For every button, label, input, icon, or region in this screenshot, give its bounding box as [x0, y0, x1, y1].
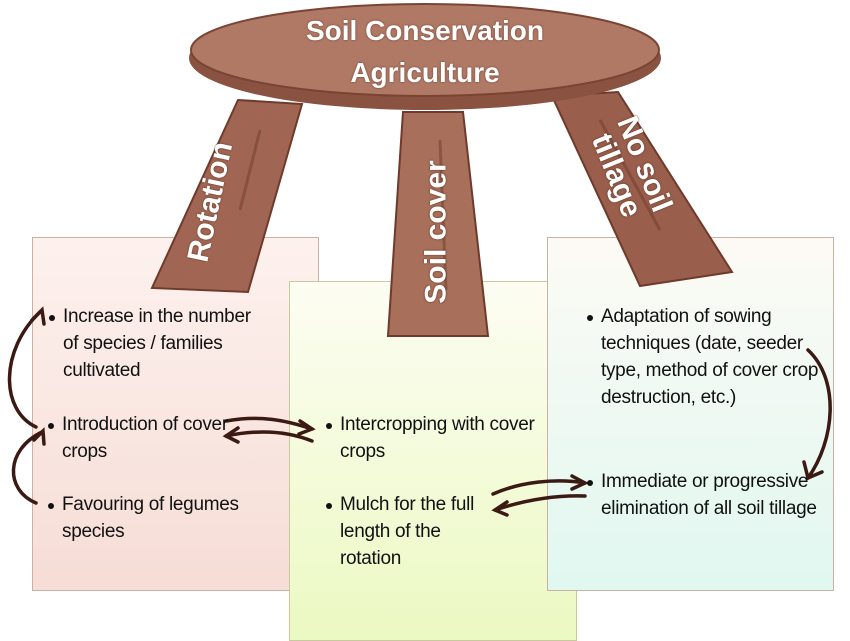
rotation-box — [32, 237, 319, 591]
list-item: Immediate or progressive elimination of … — [587, 468, 841, 522]
no-tillage-box — [547, 237, 834, 591]
stool-title-line1: Soil Conservation — [305, 15, 545, 46]
leg-label-soil-cover: Soil cover — [419, 160, 453, 304]
soil-cover-box — [289, 281, 577, 641]
list-item: Favouring of legumes species — [48, 491, 252, 545]
list-item: Introduction of cover crops — [48, 411, 232, 465]
stool-title-line2: Agriculture — [350, 57, 500, 88]
list-item: Mulch for the full length of the rotatio… — [326, 491, 490, 572]
list-item: Increase in the number of species / fami… — [49, 303, 263, 384]
list-item: Intercropping with cover crops — [326, 411, 540, 465]
list-item: Adaptation of sowing techniques (date, s… — [587, 303, 831, 411]
